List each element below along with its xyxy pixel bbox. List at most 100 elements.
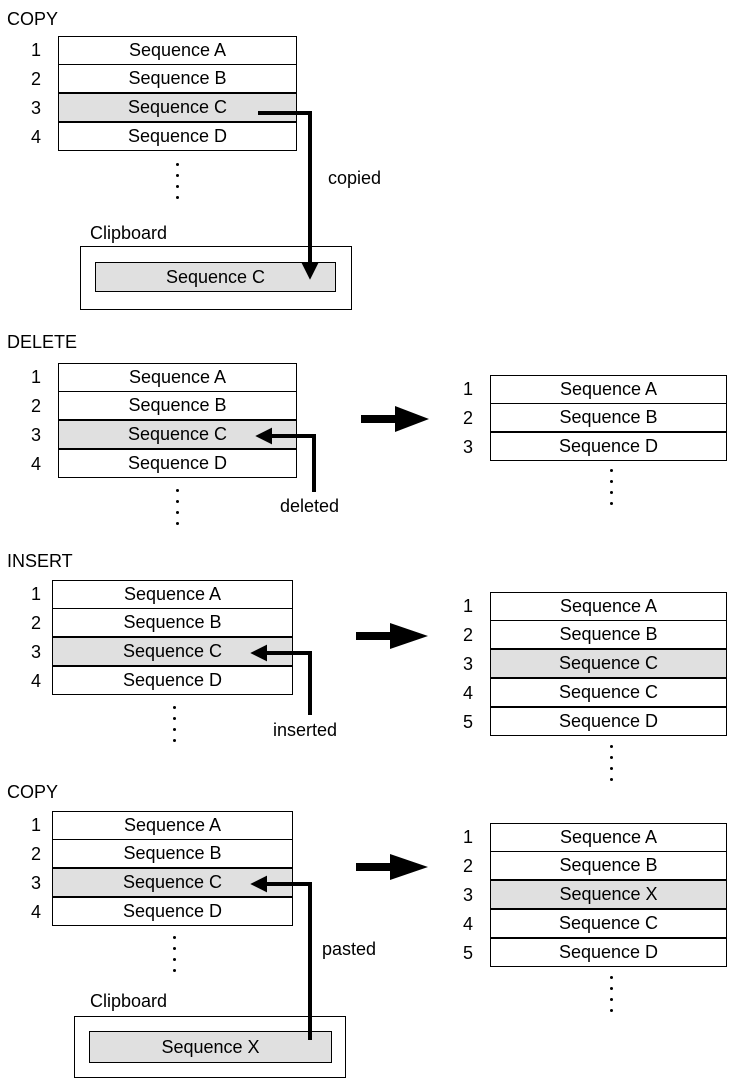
sequence-cell: Sequence D (58, 448, 297, 478)
section-title-delete: DELETE (7, 332, 78, 352)
list-item[interactable]: 4 Sequence D (31, 448, 297, 479)
sequence-list: 1 Sequence A 2 Sequence B 3 Sequence C 4 Seq… (31, 36, 297, 152)
clipboard-label: Clipboard (90, 991, 168, 1011)
row-number: 4 (30, 454, 41, 474)
list-item[interactable]: 1 Sequence A (31, 811, 293, 840)
sequence-cell-selected: Sequence C (58, 92, 297, 122)
row-number: 3 (30, 98, 41, 118)
sequence-cell: Sequence A (58, 36, 297, 65)
list-item-selected[interactable]: 3 Sequence C (31, 92, 297, 123)
sequence-cell: Sequence D (52, 665, 293, 695)
sequence-cell: Sequence D (58, 121, 297, 151)
caption-inserted: inserted (273, 720, 338, 740)
clipboard-label: Clipboard (90, 223, 168, 243)
sequence-cell-selected: Sequence X (490, 879, 727, 909)
sequence-cell: Sequence D (52, 896, 293, 926)
sequence-cell: Sequence A (490, 375, 727, 404)
ellipsis-vertical-icon (609, 976, 615, 1016)
sequence-cell: Sequence B (52, 607, 293, 637)
sequence-cell: Sequence A (490, 592, 727, 621)
list-item[interactable]: 2 Sequence B (31, 607, 293, 638)
row-number: 1 (462, 379, 473, 399)
list-item[interactable]: 4 Sequence D (31, 121, 297, 152)
row-number: 2 (30, 613, 41, 633)
list-item[interactable]: 1 Sequence A (31, 36, 297, 65)
sequence-cell-selected: Sequence C (52, 867, 293, 897)
list-item[interactable]: 2 Sequence B (31, 63, 297, 94)
caption-copied: copied (328, 168, 382, 188)
sequence-cell: Sequence D (490, 431, 727, 461)
clipboard-item[interactable]: Sequence X (89, 1031, 332, 1063)
sequence-cell: Sequence B (52, 838, 293, 868)
list-item-selected[interactable]: 3 Sequence X (463, 879, 727, 910)
row-number: 1 (30, 40, 41, 60)
row-number: 3 (30, 642, 41, 662)
list-item[interactable]: 5 Sequence D (463, 937, 727, 968)
ellipsis-vertical-icon (609, 745, 615, 785)
row-number: 4 (462, 914, 473, 934)
row-number: 1 (462, 827, 473, 847)
ellipsis-vertical-icon (609, 469, 615, 509)
sequence-cell: Sequence A (490, 823, 727, 852)
sequence-cell: Sequence A (52, 580, 293, 609)
sequence-cell-selected: Sequence C (58, 419, 297, 449)
caption-pasted: pasted (322, 939, 377, 959)
row-number: 4 (462, 683, 473, 703)
row-number: 2 (462, 408, 473, 428)
sequence-cell: Sequence B (490, 850, 727, 880)
row-number: 4 (30, 127, 41, 147)
transition-arrow-icon (356, 623, 428, 649)
sequence-cell: Sequence D (490, 706, 727, 736)
ellipsis-vertical-icon (175, 163, 181, 203)
sequence-cell: Sequence C (490, 908, 727, 938)
ellipsis-vertical-icon (175, 489, 181, 529)
list-item-selected[interactable]: 3 Sequence C (31, 867, 293, 898)
row-number: 1 (30, 584, 41, 604)
list-item[interactable]: 5 Sequence D (463, 706, 727, 737)
row-number: 3 (30, 873, 41, 893)
row-number: 2 (30, 396, 41, 416)
row-number: 1 (30, 815, 41, 835)
ellipsis-vertical-icon (172, 706, 178, 746)
section-title-copy: COPY (7, 9, 59, 29)
sequence-cell: Sequence B (58, 63, 297, 93)
row-number: 2 (30, 69, 41, 89)
list-item[interactable]: 1 Sequence A (463, 375, 727, 404)
row-number: 1 (30, 367, 41, 387)
transition-arrow-icon (361, 406, 429, 432)
list-item[interactable]: 4 Sequence C (463, 908, 727, 939)
list-item[interactable]: 2 Sequence B (463, 402, 727, 433)
transition-arrow-icon (356, 854, 428, 880)
clipboard-item[interactable]: Sequence C (95, 262, 336, 292)
list-item[interactable]: 1 Sequence A (31, 580, 293, 609)
row-number: 3 (30, 425, 41, 445)
list-item[interactable]: 4 Sequence C (463, 677, 727, 708)
sequence-cell: Sequence A (52, 811, 293, 840)
row-number: 3 (462, 654, 473, 674)
sequence-cell: Sequence D (490, 937, 727, 967)
sequence-cell: Sequence C (490, 677, 727, 707)
row-number: 5 (462, 943, 473, 963)
list-item-selected[interactable]: 3 Sequence C (31, 419, 297, 450)
sequence-cell: Sequence B (490, 402, 727, 432)
list-item[interactable]: 1 Sequence A (463, 823, 727, 852)
row-number: 3 (462, 885, 473, 905)
row-number: 5 (462, 712, 473, 732)
row-number: 2 (462, 625, 473, 645)
